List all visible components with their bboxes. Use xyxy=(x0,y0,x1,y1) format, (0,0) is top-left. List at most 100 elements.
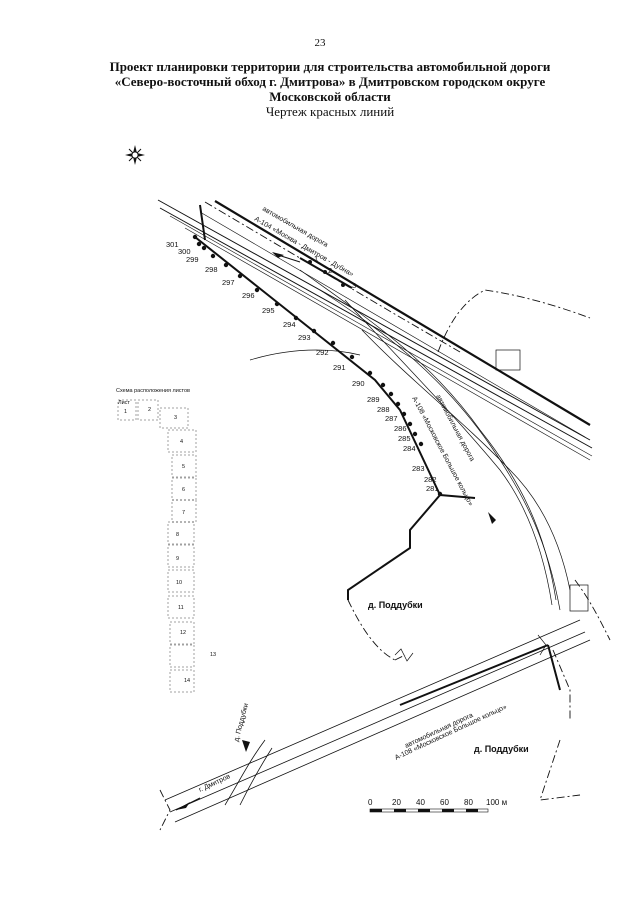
inset-sheet-box xyxy=(117,399,137,421)
inset-sheet-number: 7 xyxy=(182,510,185,516)
red-line-point xyxy=(223,262,229,268)
point-label: 288 xyxy=(377,405,390,414)
red-line-point xyxy=(237,273,243,279)
red-line-point xyxy=(210,253,216,259)
point-label: 298 xyxy=(205,265,218,274)
point-label: 281 xyxy=(426,484,439,493)
arrow-down-icon xyxy=(488,512,496,524)
inset-sheet-word: Лист xyxy=(118,400,130,406)
arrow-poddubki-icon xyxy=(242,740,250,752)
inset-sheet-number: 11 xyxy=(178,605,184,611)
road-a108-ramps xyxy=(249,269,571,611)
title-line-1: Проект планировки территории для строите… xyxy=(109,59,551,74)
settlement-poddubki-2: д. Поддубки xyxy=(474,744,529,754)
point-label: 300 xyxy=(178,247,191,256)
red-line-points-top: 1 2 3 xyxy=(308,254,356,290)
red-line-point xyxy=(254,287,260,293)
inset-sheet-box xyxy=(167,521,195,545)
inset-sheet-number: 3 xyxy=(174,415,177,421)
inset-sheet-number: 2 xyxy=(148,407,151,413)
inset-sheet-box xyxy=(167,544,195,568)
inset-title: Схема расположения листов xyxy=(116,388,190,394)
red-line-point xyxy=(308,260,312,264)
red-line-point xyxy=(192,234,198,240)
road-a104 xyxy=(157,199,593,461)
point-label: 301 xyxy=(166,240,179,249)
inset-sheet-box xyxy=(159,407,189,429)
inset-sheet-number: 12 xyxy=(180,630,186,636)
red-line-point xyxy=(395,401,401,407)
inset-sheet-number: 13 xyxy=(210,652,216,658)
red-line-point xyxy=(437,491,443,497)
inset-sheet-box xyxy=(169,644,195,668)
inset-sheet-number: 5 xyxy=(182,464,185,470)
point-label: 296 xyxy=(242,291,255,300)
point-label: 294 xyxy=(283,320,296,329)
red-line-point xyxy=(418,441,424,447)
point-label: 290 xyxy=(352,379,365,388)
point-label: 295 xyxy=(262,306,275,315)
red-line-point xyxy=(323,270,327,274)
inset-sheet-number: 1 xyxy=(124,409,127,415)
point-label: 2 xyxy=(328,266,332,275)
point-label: 297 xyxy=(222,278,235,287)
red-line-main xyxy=(194,204,561,706)
scale-tick-label: 20 xyxy=(392,798,401,807)
arrow-left-icon xyxy=(272,252,301,263)
inset-sheet-box xyxy=(167,429,197,453)
scale-tick-label: 40 xyxy=(416,798,425,807)
point-label: 293 xyxy=(298,333,311,342)
title-line-3: Московской области xyxy=(269,89,391,104)
red-line-point xyxy=(201,245,207,251)
red-line-point xyxy=(349,354,355,360)
red-line-point xyxy=(401,411,407,417)
settlement-poddubki-1: д. Поддубки xyxy=(368,600,423,610)
red-line-point xyxy=(407,421,413,427)
scale-tick-label: 80 xyxy=(464,798,473,807)
point-label: 291 xyxy=(333,363,346,372)
inset-sheet-number: 10 xyxy=(176,580,182,586)
inset-sheet-box xyxy=(167,595,195,619)
red-line-point xyxy=(311,328,317,334)
scale-tick-label: 0 xyxy=(368,798,373,807)
point-label: 285 xyxy=(398,434,411,443)
red-line-point xyxy=(196,241,202,247)
arrow-dmitrov-icon xyxy=(175,797,201,811)
title-block: Проект планировки территории для строите… xyxy=(95,59,565,119)
page-number: 23 xyxy=(314,37,326,49)
compass-rose-icon xyxy=(125,145,145,165)
inset-sheet-box xyxy=(169,669,195,693)
point-label: 292 xyxy=(316,348,329,357)
red-line-point xyxy=(412,431,418,437)
point-label: 283 xyxy=(412,464,425,473)
structures xyxy=(394,349,589,662)
point-label: 287 xyxy=(385,414,398,423)
title-line-2: «Северо-восточный обход г. Дмитрова» в Д… xyxy=(114,74,546,89)
point-label: 284 xyxy=(403,444,416,453)
red-line-points: 3013002992982972962952942932922912902892… xyxy=(166,234,443,497)
point-label: 299 xyxy=(186,255,199,264)
label-to-poddubki: д. Поддубки xyxy=(232,702,250,742)
drawing-subtitle: Чертеж красных линий xyxy=(265,104,395,119)
road-lower xyxy=(164,619,591,823)
inset-sheet-number: 9 xyxy=(176,556,179,562)
inset-sheet-box xyxy=(169,621,195,645)
point-label: 1 xyxy=(314,254,318,263)
point-label: 282 xyxy=(424,475,437,484)
inset-sheet-box xyxy=(171,454,197,478)
inset-sheet-box xyxy=(167,569,195,593)
scale-tick-label: 60 xyxy=(440,798,449,807)
point-label: 286 xyxy=(394,424,407,433)
scale-tick-label: 100 м xyxy=(486,798,507,807)
point-label: 289 xyxy=(367,395,380,404)
inset-sheet-box xyxy=(137,399,159,421)
inset-sheet-number: 8 xyxy=(176,532,179,538)
red-line-point xyxy=(341,283,345,287)
red-line-point xyxy=(330,340,336,346)
boundary-lines xyxy=(159,201,611,831)
point-label: 3 xyxy=(352,281,356,290)
label-a104-bottom: А-104 «Москва - Дмитров - Дубна» xyxy=(253,215,355,279)
red-line-point xyxy=(293,315,299,321)
